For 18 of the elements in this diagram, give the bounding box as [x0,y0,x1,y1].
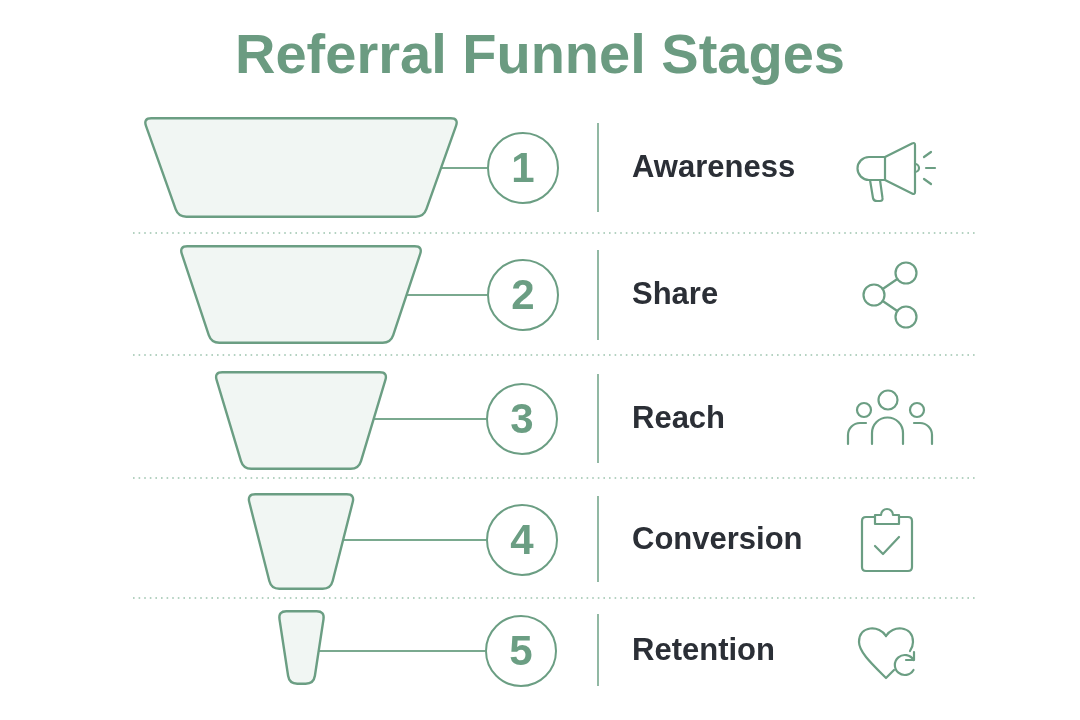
connector-line [318,650,486,652]
stage-name: Retention [632,632,775,668]
funnel-segment [246,493,356,590]
stage-name: Conversion [632,521,803,557]
step-number-circle: 1 [487,132,559,204]
diagram-title: Referral Funnel Stages [235,22,845,86]
stage-name: Reach [632,400,726,436]
step-number-circle: 5 [485,615,557,687]
stage-name: Awareness [632,149,796,185]
funnel-segment [142,117,460,218]
stage-name: Share [632,276,719,312]
funnel-segment [277,610,326,685]
step-number-circle: 2 [487,259,559,331]
step-number-circle: 4 [486,504,558,576]
funnel-segment [178,245,424,344]
funnel-segment [213,371,389,470]
connector-line [373,418,487,420]
step-number-circle: 3 [486,383,558,455]
